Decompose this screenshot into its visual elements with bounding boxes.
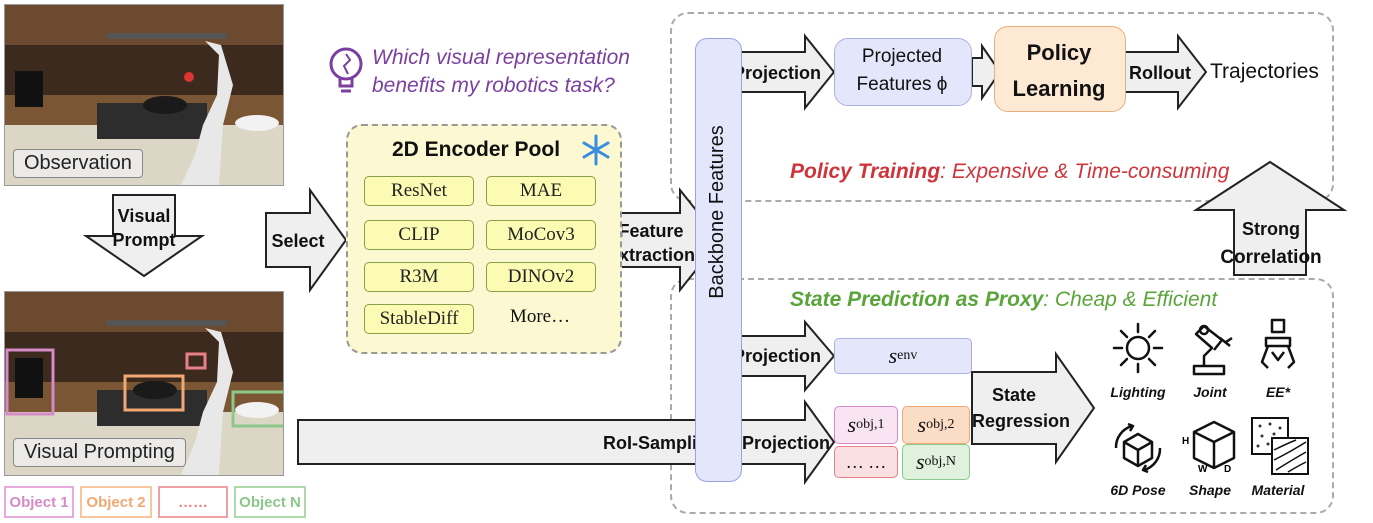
state-regression-arrow [971,350,1096,466]
lighting-label: Lighting [1110,384,1166,400]
to-policy-arrow [971,42,1002,102]
snowflake-icon [580,134,612,171]
state-regression-text-1: State [991,385,1036,405]
question-line-1: Which visual representation [372,46,630,69]
encoder-mocov3: MoCov3 [486,220,596,250]
select-text: Select [271,231,325,251]
policy-training-title: Policy Training [790,160,941,183]
policy-learning-line-2: Learning [1012,76,1106,101]
shape-label: Shape [1188,482,1231,498]
legend-object-n: Object N [234,486,306,518]
policy-training-caption: Policy Training: Expensive & Time-consum… [790,160,1229,184]
state-obj2-sup: obj,2 [926,417,955,432]
state-prediction-title: State Prediction as Proxy [790,288,1044,311]
material-icon [1250,416,1312,483]
lighting-icon [1110,320,1166,381]
encoder-mae: MAE [486,176,596,206]
encoder-more: More… [509,306,571,327]
svg-text:H: H [1182,436,1189,447]
policy-learning-box [994,26,1126,112]
encoder-stablediff: StableDiff [364,304,474,334]
policy-training-region [670,12,1334,202]
state-objn-symbol: s [915,449,925,474]
projection-bottom-text: Projection [732,346,821,366]
trajectories-text: Trajectories [1210,60,1319,83]
strong-correlation-text-2: Correlation [1220,247,1322,268]
state-dots-box: … … [834,446,898,478]
visual-prompt-arrow [82,194,206,278]
joint-icon [1182,318,1238,383]
policy-learning-line-1: Policy [1026,40,1092,65]
state-prediction-caption: State Prediction as Proxy: Cheap & Effic… [790,288,1217,312]
question-line-2: benefits my robotics task? [372,74,615,97]
svg-text:D: D [1224,464,1231,475]
legend-object-1: Object 1 [4,486,74,518]
backbone-features-label: Backbone Features [706,125,728,299]
encoder-pool-title: 2D Encoder Pool [392,138,561,161]
policy-training-desc: : Expensive & Time-consuming [940,160,1230,183]
state-prediction-desc: : Cheap & Efficient [1043,288,1218,311]
select-arrow [265,186,348,294]
visual-prompt-text-1: Visual [117,206,171,226]
state-obj1-symbol: s [847,412,857,437]
observation-label: Observation [13,149,143,178]
ee-label: EE* [1265,384,1291,400]
svg-text:W: W [1198,464,1208,475]
state-env-symbol: s [888,343,898,368]
state-dots: … … [845,451,887,472]
state-regression-text-2: Regression [972,411,1071,431]
projected-features-line-1: Projected [861,46,943,67]
state-env-sup: env [897,348,918,363]
feature-extraction-text-2: Extraction [606,245,696,265]
pose-label: 6D Pose [1110,482,1166,498]
encoder-resnet: ResNet [364,176,474,206]
material-label: Material [1251,482,1305,498]
encoder-clip: CLIP [364,220,474,250]
rollout-text: Rollout [1129,63,1191,83]
projected-features-box [834,38,972,106]
end-effector-icon [1250,316,1306,381]
projection-top-text: Projection [732,63,821,83]
legend-object-2: Object 2 [80,486,152,518]
shape-icon: H W D [1178,414,1244,485]
state-obj2-symbol: s [917,412,927,437]
backbone-features-bar [695,38,742,482]
pose-icon [1108,418,1168,483]
encoder-r3m: R3M [364,262,474,292]
observation-image: Observation [4,4,284,186]
strong-correlation-text-1: Strong [1242,219,1300,239]
visual-prompting-label: Visual Prompting [13,438,186,467]
feature-extraction-text-1: Feature [618,221,684,241]
projected-features-line-2: Features ϕ [856,74,948,95]
state-obj1-sup: obj,1 [856,417,885,432]
encoder-dinov2: DINOv2 [486,262,596,292]
state-objn-sup: obj,N [924,454,957,469]
visual-prompting-image: Visual Prompting [4,291,284,476]
kitchen-scene-top [5,5,283,185]
legend-object-dots: …… [158,486,228,518]
lightbulb-icon [326,44,366,103]
strong-correlation-arrow [1192,160,1348,276]
state-prediction-region [670,278,1334,514]
visual-prompt-text-2: Prompt [112,230,176,250]
joint-label: Joint [1193,384,1227,400]
rollout-arrow [1123,33,1208,111]
